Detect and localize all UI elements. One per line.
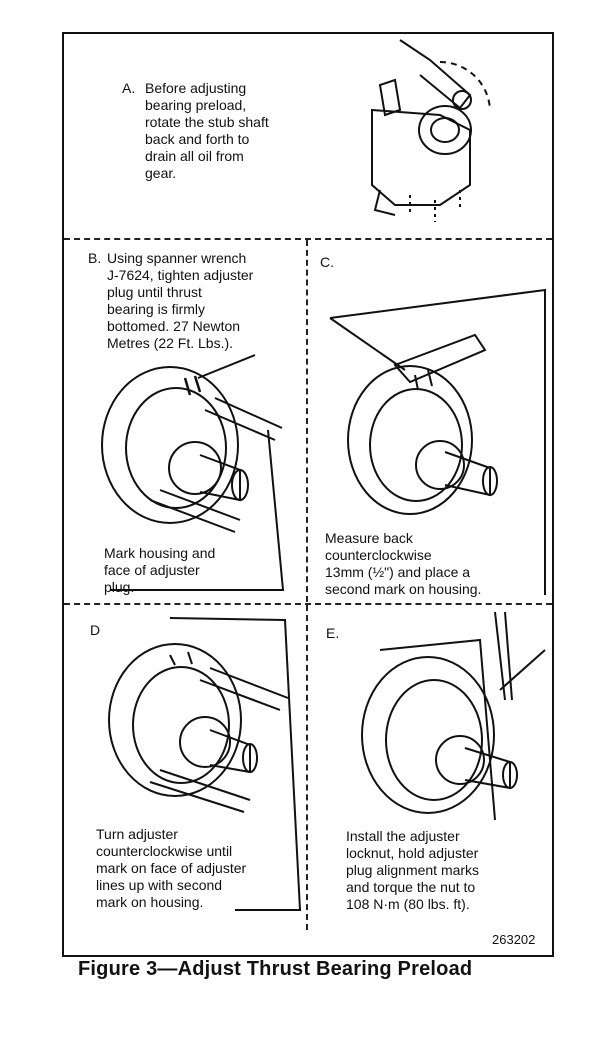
figure-frame xyxy=(62,32,554,957)
measure-mark-illustration xyxy=(329,288,546,595)
turn-adjuster-illustration xyxy=(108,617,302,911)
steering-gear-illustration xyxy=(371,39,491,222)
panel-e-caption: Install the adjuster locknut, hold adjus… xyxy=(346,828,480,912)
locknut-illustration xyxy=(361,611,546,821)
spanner-wrench-illustration xyxy=(101,354,285,591)
panel-e-letter: E. xyxy=(326,625,340,641)
panel-d-letter: D xyxy=(90,622,101,638)
figure-number: 263202 xyxy=(492,932,536,947)
panel-b-caption: Mark housing and face of adjuster plug. xyxy=(104,545,216,595)
panel-a-letter: A. xyxy=(122,80,136,96)
panel-b-letter: B. xyxy=(88,250,102,266)
panel-c-caption: Measure back counterclockwise 13mm (½") … xyxy=(325,530,482,597)
panel-a-text: Before adjusting bearing preload, rotate… xyxy=(145,80,269,181)
divider-vertical-upper xyxy=(306,240,308,602)
divider-middle xyxy=(64,603,552,605)
panel-b-text: Using spanner wrench J-7624, tighten adj… xyxy=(107,250,254,351)
panel-d-caption: Turn adjuster counterclockwise until mar… xyxy=(96,826,247,910)
divider-vertical-lower xyxy=(306,605,308,930)
panel-c-letter: C. xyxy=(320,254,334,270)
figure-title: Figure 3—Adjust Thrust Bearing Preload xyxy=(78,958,473,980)
divider-top xyxy=(64,238,552,240)
